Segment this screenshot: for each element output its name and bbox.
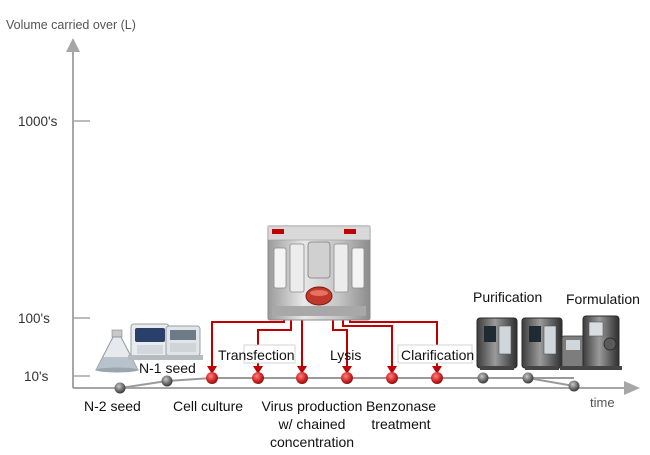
label-transfection: Transfection [218, 347, 295, 363]
node-purification-1 [477, 372, 489, 384]
formulation-system-icon [560, 315, 622, 370]
label-purification: Purification [473, 289, 542, 305]
feed-arrowheads [207, 366, 442, 374]
node-purification-2 [522, 372, 534, 384]
y-tick-1000s: 1000's [18, 114, 58, 129]
x-axis-title: time [590, 395, 615, 410]
y-axis [66, 38, 90, 388]
x-axis [73, 381, 640, 395]
clarification-callout [397, 344, 473, 364]
node-n1-seed [161, 375, 173, 387]
label-n1-seed: N-1 seed [139, 360, 196, 376]
y-tick-10s: 10's [24, 369, 49, 384]
y-axis-title: Volume carried over (L) [6, 18, 136, 32]
node-virus-production [296, 372, 308, 384]
node-formulation [568, 380, 580, 392]
label-n2-seed: N-2 seed [84, 398, 141, 414]
label-clarification: Clarification [401, 347, 474, 363]
node-benzonase [386, 372, 398, 384]
label-virus-production-2: w/ chained [278, 416, 346, 432]
transfection-callout [243, 344, 296, 364]
node-clarification [431, 372, 443, 384]
node-transfection [252, 372, 264, 384]
bioreactor-icon [267, 225, 371, 321]
label-virus-production-1: Virus production [262, 398, 363, 414]
node-lysis [341, 372, 353, 384]
purification-system-icon [476, 317, 563, 370]
label-lysis: Lysis [330, 347, 361, 363]
node-cell-culture [206, 372, 218, 384]
flask-icon [95, 329, 139, 373]
label-benzonase-1: Benzonase [366, 398, 436, 414]
node-n2-seed [114, 382, 126, 394]
incubator-icon [128, 323, 203, 360]
label-cell-culture: Cell culture [173, 398, 243, 414]
label-benzonase-2: treatment [371, 416, 430, 432]
label-virus-production-3: concentration [270, 434, 354, 450]
y-tick-100s: 100's [18, 311, 50, 326]
label-formulation: Formulation [566, 291, 640, 307]
